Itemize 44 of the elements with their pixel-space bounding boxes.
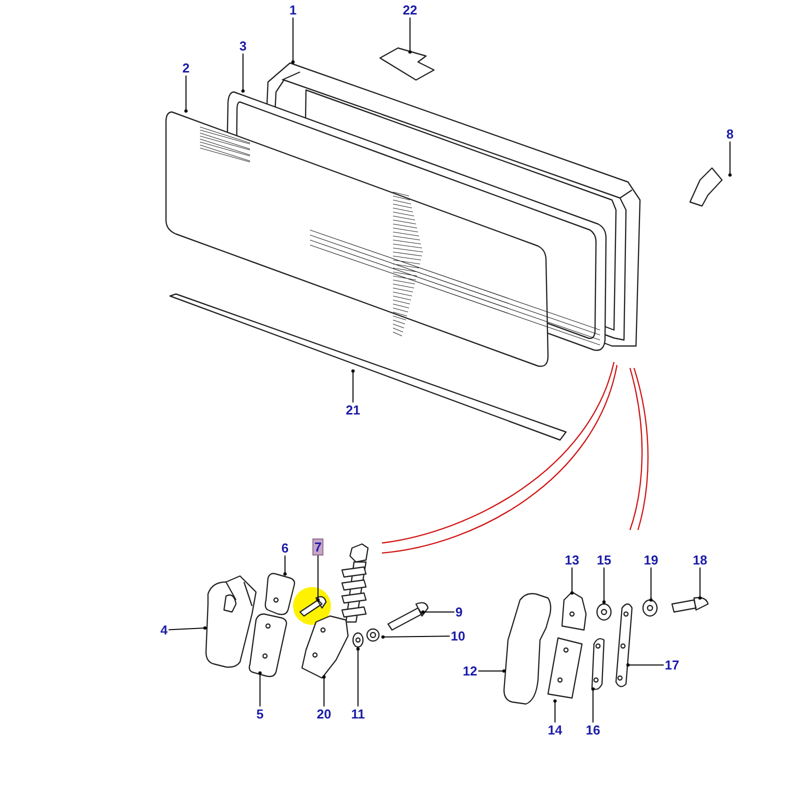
callout-number: 1: [288, 2, 298, 18]
callout-number: 12: [462, 664, 478, 678]
leader-line: [478, 669, 506, 673]
callout-number: 18: [692, 552, 708, 568]
leader-line: [356, 647, 360, 707]
callout-number: 16: [584, 722, 602, 738]
callout-number: 2: [181, 60, 191, 76]
leader-line: [322, 675, 326, 707]
callout-number: 14: [546, 722, 564, 738]
leader-line: [408, 17, 412, 54]
leader-line: [570, 567, 574, 595]
callout-number: 10: [450, 628, 466, 644]
callout-number: 19: [642, 552, 660, 568]
leader-line: [728, 141, 732, 177]
callout-number: 6: [280, 540, 290, 556]
leader-line: [381, 635, 450, 639]
leader-line: [591, 687, 595, 723]
leader-line: [421, 610, 455, 614]
leader-line: [649, 567, 653, 602]
leader-line: [698, 567, 702, 600]
leader-line: [241, 53, 245, 93]
callout-number: 9: [454, 604, 464, 620]
callout-number: 11: [350, 706, 366, 722]
leader-line: [168, 626, 207, 630]
leader-line: [351, 369, 355, 403]
leader-line: [626, 663, 664, 667]
leader-line: [553, 699, 557, 723]
callout-number: 5: [255, 706, 265, 722]
callout-number: 13: [564, 552, 580, 568]
leader-line: [184, 75, 188, 113]
leader-line: [316, 554, 320, 602]
leader-line: [291, 17, 295, 64]
callout-number: 4: [159, 622, 169, 638]
callout-number: 3: [238, 38, 248, 54]
callout-number: 15: [596, 552, 612, 568]
leader-line: [283, 555, 287, 576]
highlighted-callout-number: 7: [313, 540, 323, 554]
callout-number: 17: [664, 658, 680, 672]
callout-number: 8: [725, 126, 735, 142]
callout-number: 22: [402, 2, 418, 18]
leader-line: [258, 671, 262, 707]
callout-number: 20: [316, 706, 332, 722]
leader-line: [602, 567, 606, 604]
callout-number: 21: [344, 402, 362, 418]
